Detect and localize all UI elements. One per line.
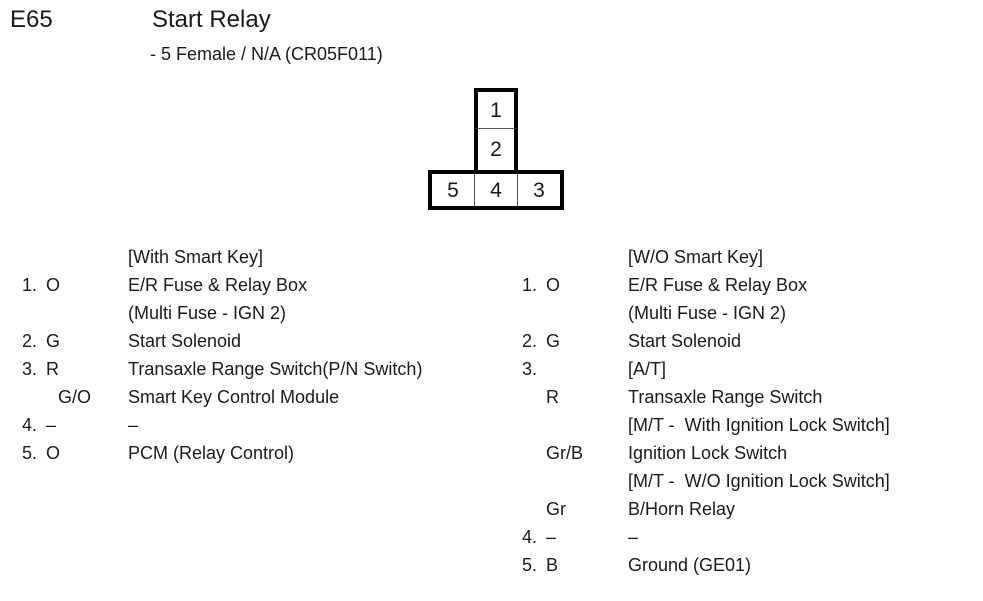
pin-row: 1. O E/R Fuse & Relay Box: [0, 271, 500, 299]
pin-row: 5. O PCM (Relay Control): [0, 439, 500, 467]
pin-description: [M/T - W/O Ignition Lock Switch]: [628, 471, 890, 491]
pin-description: [A/T]: [628, 359, 667, 379]
pin-row: 3. [A/T]: [500, 355, 983, 383]
pin-description: Ignition Lock Switch: [628, 443, 788, 463]
pin-description: –: [628, 527, 639, 547]
pin-row: G/O Smart Key Control Module: [0, 383, 500, 411]
pin-cell-3: 3: [518, 174, 560, 206]
pin-number: 2.: [522, 331, 538, 351]
pin-row: (Multi Fuse - IGN 2): [0, 299, 500, 327]
pin-number: 5.: [22, 443, 38, 463]
wire-color: O: [546, 275, 561, 295]
page-title: Start Relay: [152, 6, 271, 33]
pin-number: 4.: [22, 415, 38, 435]
pin-row: R Transaxle Range Switch: [500, 383, 983, 411]
wire-color: –: [46, 415, 57, 435]
connector-code: E65: [10, 6, 53, 33]
wire-color: B: [546, 555, 559, 575]
pin-row: [M/T - With Ignition Lock Switch]: [500, 411, 983, 439]
pin-number: 4.: [522, 527, 538, 547]
pin-cell-4: 4: [474, 174, 518, 206]
pin-number: 2.: [22, 331, 38, 351]
pin-description: E/R Fuse & Relay Box: [628, 275, 808, 295]
pin-description: Ground (GE01): [628, 555, 752, 575]
pin-row: 1. O E/R Fuse & Relay Box: [500, 271, 983, 299]
pin-row: [M/T - W/O Ignition Lock Switch]: [500, 467, 983, 495]
pin-description: (Multi Fuse - IGN 2): [128, 303, 287, 323]
pin-cell-5: 5: [432, 174, 474, 206]
pin-description: (Multi Fuse - IGN 2): [628, 303, 787, 323]
pin-number: 5.: [522, 555, 538, 575]
pin-row: 4.––: [0, 411, 500, 439]
pin-bottom-row: 5 4 3: [428, 170, 564, 210]
pin-description: –: [128, 415, 139, 435]
pin-row: 5. B Ground (GE01): [500, 551, 983, 579]
pin-description: Transaxle Range Switch(P/N Switch): [128, 359, 423, 379]
wire-color: R: [46, 359, 59, 379]
pin-row: Gr/B Ignition Lock Switch: [500, 439, 983, 467]
pin-list-wo-smart-key: [W/O Smart Key] 1. O E/R Fuse & Relay Box (M…: [500, 243, 983, 579]
connector-subtitle: - 5 Female / N/A (CR05F011): [150, 44, 383, 64]
pin-description: [With Smart Key]: [128, 247, 264, 267]
connector-pin-diagram: 1 2 5 4 3: [428, 88, 566, 210]
pin-list-with-smart-key: [With Smart Key] 1. O E/R Fuse & Relay Box (…: [0, 243, 500, 467]
pin-description: [M/T - With Ignition Lock Switch]: [628, 415, 890, 435]
pin-row: 3. R Transaxle Range Switch(P/N Switch): [0, 355, 500, 383]
header: E65 Start Relay - 5 Female / N/A (CR05F0…: [0, 0, 983, 80]
pin-description: Transaxle Range Switch: [628, 387, 823, 407]
pin-description: PCM (Relay Control): [128, 443, 295, 463]
pin-row: (Multi Fuse - IGN 2): [500, 299, 983, 327]
wire-color: G: [46, 331, 61, 351]
pin-description: Start Solenoid: [128, 331, 242, 351]
wire-color: Gr: [546, 499, 566, 519]
wire-color: G/O: [58, 387, 92, 407]
pin-description: B/Horn Relay: [628, 499, 736, 519]
pin-description: Start Solenoid: [628, 331, 742, 351]
pin-number: 3.: [22, 359, 38, 379]
wire-color: –: [546, 527, 557, 547]
pin-row: [With Smart Key]: [0, 243, 500, 271]
pin-description: [W/O Smart Key]: [628, 247, 764, 267]
wire-color: G: [546, 331, 561, 351]
wire-color: O: [46, 443, 61, 463]
pin-number: 1.: [22, 275, 38, 295]
pin-number: 1.: [522, 275, 538, 295]
pin-number: 3.: [522, 359, 538, 379]
pin-description: Smart Key Control Module: [128, 387, 340, 407]
pin-row: 4.––: [500, 523, 983, 551]
pin-description: E/R Fuse & Relay Box: [128, 275, 308, 295]
pin-row: [W/O Smart Key]: [500, 243, 983, 271]
pin-cell-1: 1: [474, 88, 518, 129]
pin-row: 2. G Start Solenoid: [0, 327, 500, 355]
pin-row: 2. G Start Solenoid: [500, 327, 983, 355]
wire-color: O: [46, 275, 61, 295]
wire-color: Gr/B: [546, 443, 584, 463]
pin-cell-2: 2: [474, 129, 518, 170]
wire-color: R: [546, 387, 559, 407]
pin-row: Gr B/Horn Relay: [500, 495, 983, 523]
